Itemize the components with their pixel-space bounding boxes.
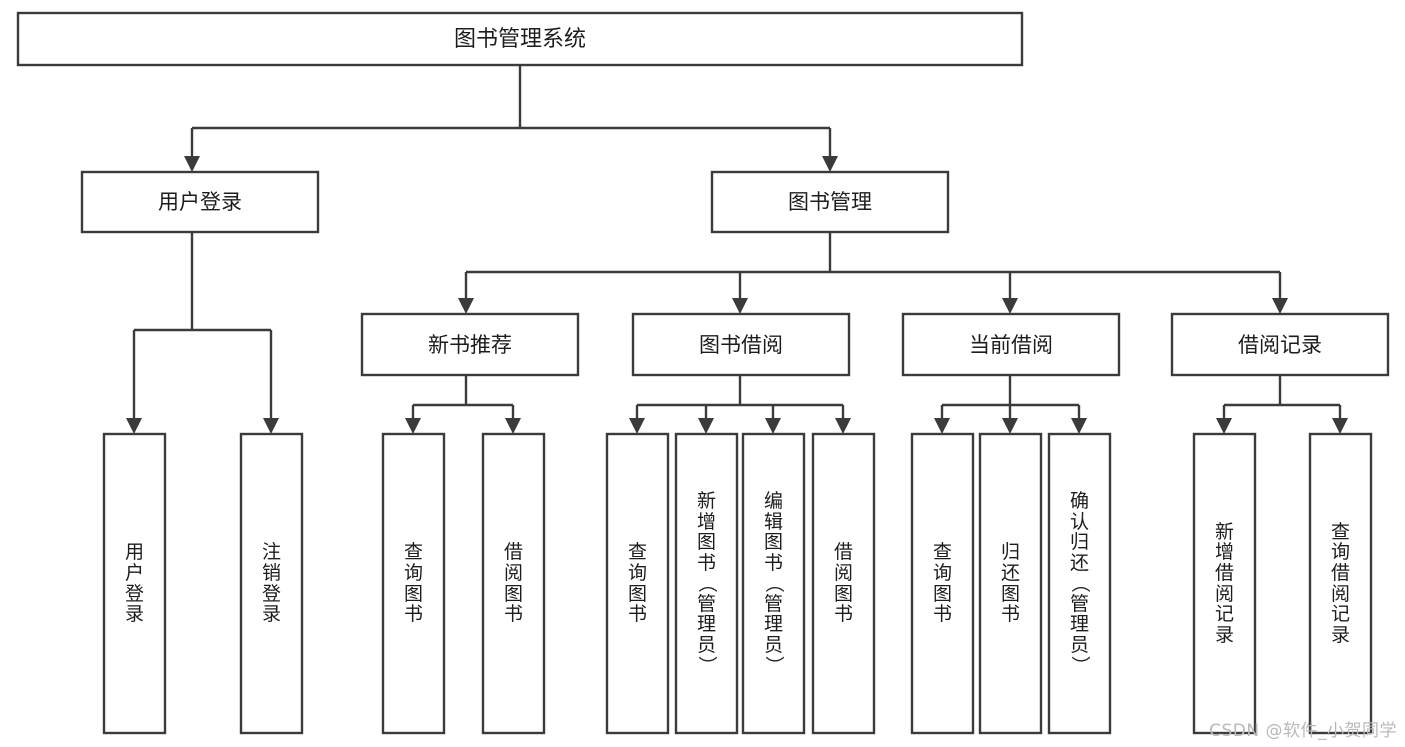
leaf-box-borrow-book-1[interactable] — [481, 432, 546, 735]
node-root-box[interactable] — [16, 11, 1024, 67]
node-borrow-record-label: 借阅记录 — [1238, 333, 1322, 357]
arrow-head-leaf-query-record — [1332, 418, 1348, 434]
node-book-manage-box[interactable] — [710, 170, 950, 234]
arrow-head-leaf-borrow-book-1 — [505, 418, 521, 434]
node-new-book-recommend[interactable]: 新书推荐 — [360, 312, 580, 377]
arrow-head-leaf-confirm-return — [1071, 418, 1087, 434]
leaf-box-query-book-3[interactable] — [910, 432, 975, 735]
arrow-head-leaf-query-book-3 — [934, 418, 950, 434]
leaf-box-borrow-book-2[interactable] — [811, 432, 876, 735]
leaf-box-query-book-2[interactable] — [605, 432, 670, 735]
node-new-book-recommend-label: 新书推荐 — [428, 333, 512, 357]
leaf-box-group — [102, 432, 1373, 735]
node-book-borrow[interactable]: 图书借阅 — [631, 312, 851, 377]
node-current-borrow-label: 当前借阅 — [969, 333, 1053, 357]
arrow-head-current-borrow — [1002, 298, 1018, 314]
arrow-head-leaf-add-book — [698, 418, 714, 434]
leaf-box-add-book[interactable] — [674, 432, 739, 735]
arrow-head-user-login — [184, 156, 200, 172]
leaf-box-confirm-return[interactable] — [1047, 432, 1112, 735]
node-current-borrow[interactable]: 当前借阅 — [901, 312, 1121, 377]
node-book-borrow-label: 图书借阅 — [699, 333, 783, 357]
arrow-head-leaf-return-book — [1002, 418, 1018, 434]
arrow-head-book-manage — [822, 156, 838, 172]
node-book-manage[interactable]: 图书管理 — [710, 170, 950, 234]
node-root-label: 图书管理系统 — [454, 27, 586, 52]
leaf-box-user-logout[interactable] — [239, 432, 304, 735]
arrow-head-leaf-user-login — [126, 418, 142, 434]
node-user-login[interactable]: 用户登录 — [80, 170, 320, 234]
arrow-head-leaf-user-logout — [263, 418, 279, 434]
leaf-box-add-record[interactable] — [1192, 432, 1257, 735]
connector-group — [126, 65, 1348, 434]
node-borrow-record[interactable]: 借阅记录 — [1170, 312, 1390, 377]
leaf-box-user-login[interactable] — [102, 432, 167, 735]
arrow-head-new-book-recommend — [458, 298, 474, 314]
node-user-login-box[interactable] — [80, 170, 320, 234]
node-current-borrow-box[interactable] — [901, 312, 1121, 377]
node-new-book-recommend-box[interactable] — [360, 312, 580, 377]
leaf-box-return-book[interactable] — [978, 432, 1043, 735]
leaf-box-edit-book[interactable] — [741, 432, 806, 735]
node-root[interactable]: 图书管理系统 — [16, 11, 1024, 67]
leaf-box-query-book-1[interactable] — [381, 432, 446, 735]
arrow-head-leaf-borrow-book-2 — [835, 418, 851, 434]
arrow-head-borrow-record — [1272, 298, 1288, 314]
node-borrow-record-box[interactable] — [1170, 312, 1390, 377]
node-book-manage-label: 图书管理 — [788, 190, 872, 214]
arrow-head-leaf-query-book-1 — [405, 418, 421, 434]
node-user-login-label: 用户登录 — [158, 190, 242, 214]
arrow-head-book-borrow — [732, 298, 748, 314]
arrow-head-leaf-edit-book — [765, 418, 781, 434]
arrow-head-leaf-add-record — [1216, 418, 1232, 434]
arrow-head-leaf-query-book-2 — [629, 418, 645, 434]
leaf-box-query-record[interactable] — [1308, 432, 1373, 735]
csdn-watermark: CSDN @软件_小贺同学 — [1209, 721, 1397, 741]
node-book-borrow-box[interactable] — [631, 312, 851, 377]
